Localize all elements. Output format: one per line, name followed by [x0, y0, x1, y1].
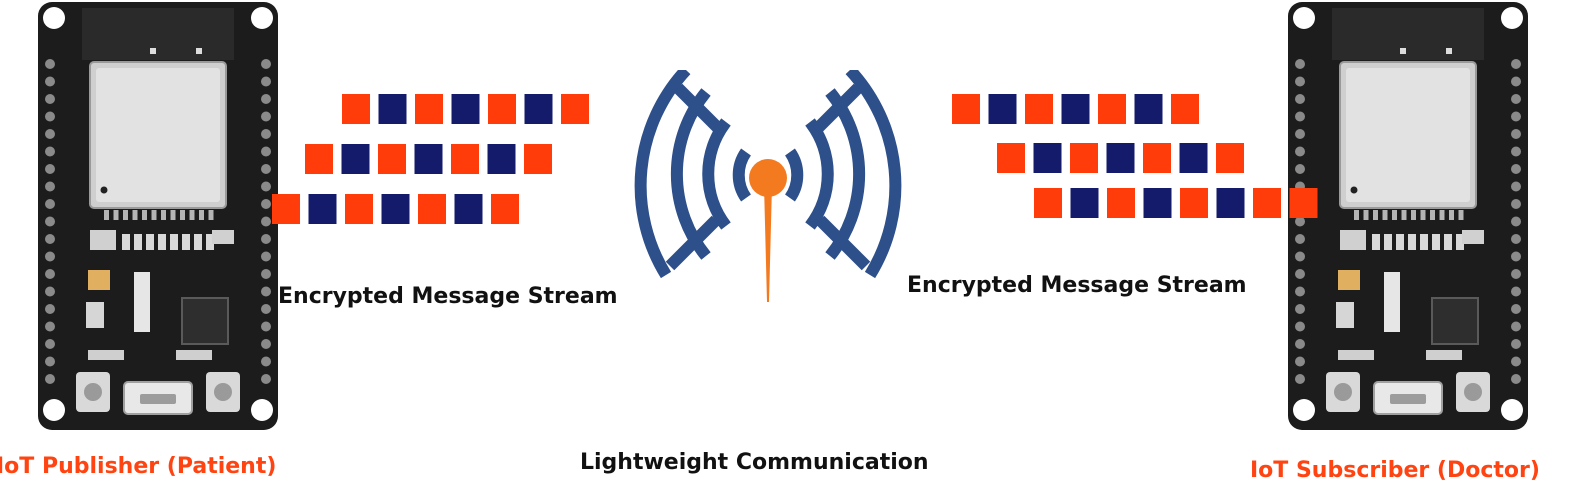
- packet-block: [1025, 94, 1053, 124]
- subscriber-esp32-board-icon: [1288, 2, 1528, 430]
- packet-block: [1106, 143, 1135, 173]
- packet-block: [1289, 188, 1318, 218]
- packet-block: [1134, 94, 1163, 124]
- packet-block: [1143, 143, 1171, 173]
- packet-block: [487, 144, 516, 174]
- packet-block: [451, 144, 479, 174]
- packet-block: [1179, 143, 1208, 173]
- packet-block: [488, 94, 516, 124]
- packet-block: [418, 194, 446, 224]
- packet-block: [988, 94, 1017, 124]
- left-packet-stream: [272, 94, 589, 224]
- packet-block: [454, 194, 483, 224]
- packet-block: [341, 144, 370, 174]
- packet-block: [1216, 143, 1244, 173]
- packet-block: [1070, 188, 1099, 218]
- wireless-antenna-icon: [634, 70, 902, 302]
- packet-block: [378, 144, 406, 174]
- subscriber-label: IoT Subscriber (Doctor): [1250, 458, 1540, 483]
- packet-block: [342, 94, 370, 124]
- packet-block: [1061, 94, 1090, 124]
- packet-block: [1070, 143, 1098, 173]
- packet-block: [1180, 188, 1208, 218]
- packet-block: [1171, 94, 1199, 124]
- packet-block: [524, 144, 552, 174]
- antenna-node: [749, 159, 787, 197]
- packet-block: [415, 94, 443, 124]
- publisher-label: IoT Publisher (Patient): [0, 454, 277, 479]
- packet-block: [561, 94, 589, 124]
- packet-block: [1216, 188, 1245, 218]
- packet-block: [997, 143, 1025, 173]
- packet-block: [414, 144, 443, 174]
- packet-block: [345, 194, 373, 224]
- packet-block: [451, 94, 480, 124]
- packet-block: [1034, 188, 1062, 218]
- packet-block: [1253, 188, 1281, 218]
- antenna-mast: [764, 185, 772, 302]
- packet-block: [491, 194, 519, 224]
- packet-block: [1033, 143, 1062, 173]
- packet-block: [378, 94, 407, 124]
- packet-block: [952, 94, 980, 124]
- packet-block: [1098, 94, 1126, 124]
- publisher-esp32-board-icon: [38, 2, 278, 430]
- packet-block: [524, 94, 553, 124]
- right-packet-stream: [952, 94, 1318, 218]
- packet-block: [308, 194, 337, 224]
- packet-block: [1143, 188, 1172, 218]
- packet-block: [1107, 188, 1135, 218]
- right-stream-label: Encrypted Message Stream: [907, 273, 1247, 298]
- packet-block: [381, 194, 410, 224]
- packet-block: [272, 194, 300, 224]
- footer-label: Lightweight Communication: [580, 450, 929, 475]
- left-stream-label: Encrypted Message Stream: [278, 284, 618, 309]
- packet-block: [305, 144, 333, 174]
